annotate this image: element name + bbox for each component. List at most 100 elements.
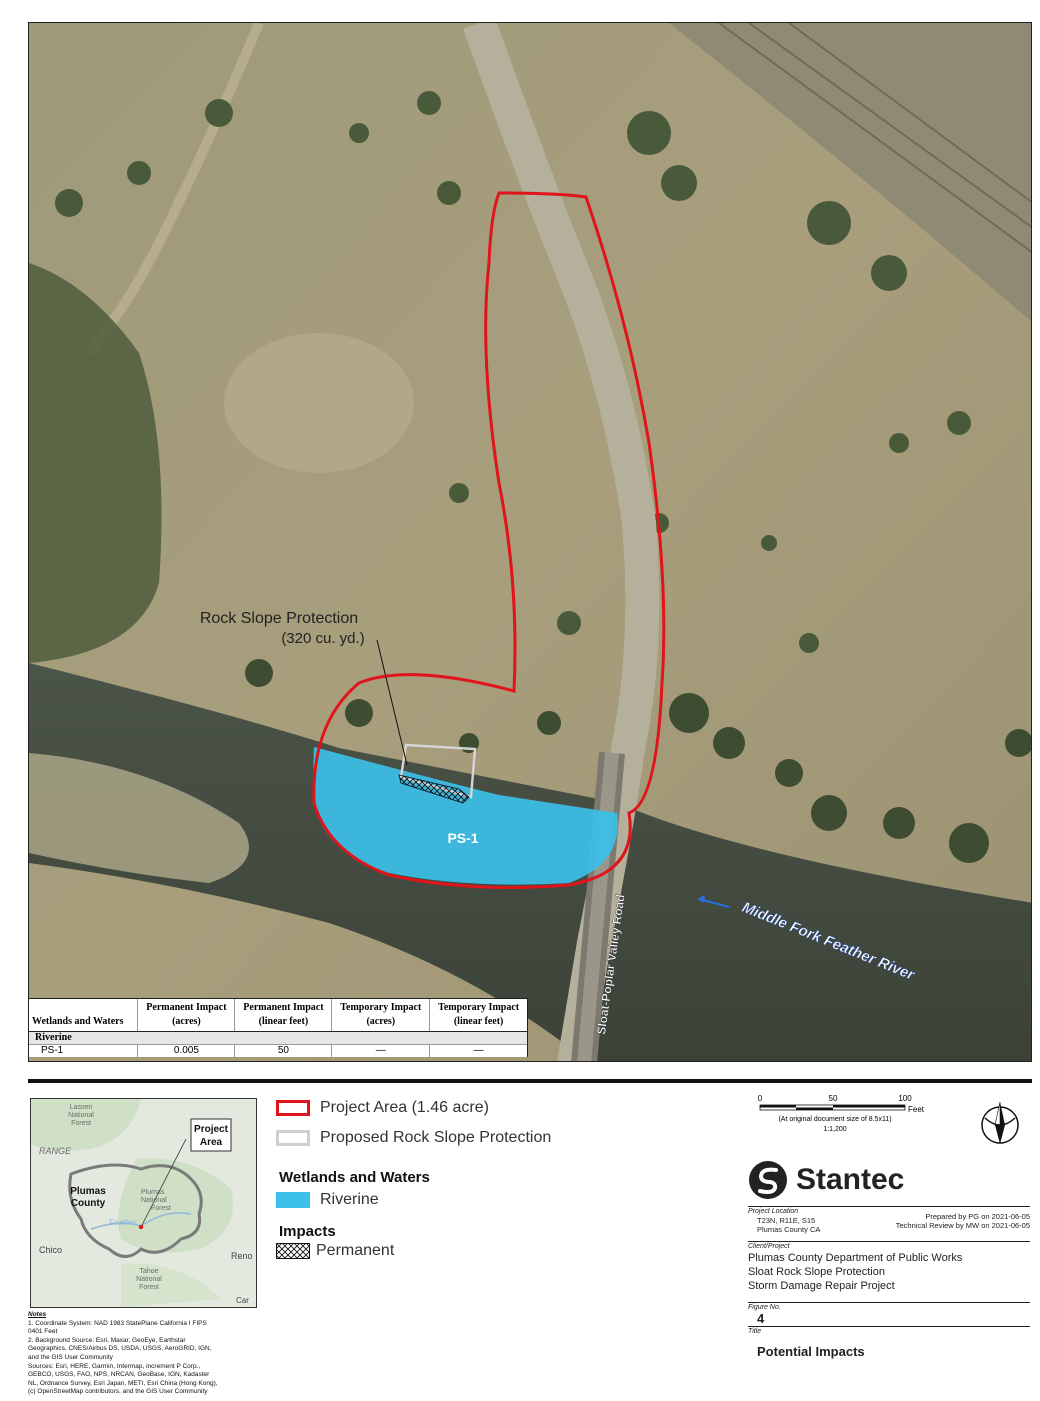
stantec-logo: Stantec	[748, 1160, 904, 1200]
inset-label-reno: Reno	[231, 1251, 253, 1261]
inset-label-plumas-county-1: Plumas	[70, 1186, 106, 1197]
notes-line: 1. Coordinate System: NAD 1983 StatePlan…	[28, 1319, 207, 1327]
impact-summary-table: Wetlands and Waters Permanent Impact(acr…	[28, 998, 528, 1057]
inset-callout-box	[190, 1118, 232, 1152]
inset-label-plumas-county-2: County	[71, 1198, 106, 1209]
inset-label-plumas-nf-2: National	[141, 1197, 167, 1204]
stantec-logo-icon	[749, 1161, 787, 1199]
table-header-wetlands: Wetlands and Waters	[29, 999, 138, 1032]
inset-label-feather: Feather	[109, 1218, 137, 1227]
inset-label-plumas-nf-3: Forest	[151, 1205, 171, 1212]
inset-callout-leader	[140, 1138, 187, 1228]
meadow-clearing	[224, 333, 414, 473]
inset-label-car: Car	[236, 1296, 249, 1305]
inset-label-lassen-3: Forest	[71, 1120, 91, 1127]
legend-swatch-project-area	[276, 1100, 310, 1116]
title-block: Project Location Prepared by PG on 2021-…	[748, 1206, 1030, 1359]
table-header-temp-linear: Temporary Impact(linear feet)	[429, 999, 527, 1032]
table-row: PS-1 0.005 50 — —	[29, 1044, 527, 1057]
technical-review: Technical Review by MW on 2021-06-05	[895, 1221, 1030, 1230]
notes-line: NL, Ordnance Survey, Esri Japan, METI, E…	[28, 1379, 218, 1387]
inset-label-chico: Chico	[39, 1245, 62, 1255]
title-label: Title	[748, 1328, 762, 1335]
figure-label: Figure No.	[748, 1304, 781, 1311]
notes-line: GEBCO, USGS, FAO, NPS, NRCAN, GeoBase, I…	[28, 1371, 210, 1379]
section-divider	[28, 1079, 1032, 1083]
inset-callout-area: Area	[200, 1137, 223, 1148]
plumas-forest-area	[118, 1158, 233, 1253]
prepared-by: Prepared by PG on 2021-06-05	[925, 1212, 1030, 1221]
notes-line: 0401 Feet	[28, 1328, 58, 1336]
figure-number: 4	[757, 1311, 765, 1326]
scale-tick-50: 50	[829, 1094, 838, 1103]
scale-ratio: 1:1,200	[823, 1126, 846, 1133]
tahoe-forest-area	[121, 1263, 221, 1307]
rock-slope-polygon	[399, 743, 477, 799]
location-line2: Plumas County CA	[757, 1225, 821, 1234]
table-header-temp-acres: Temporary Impact(acres)	[331, 999, 430, 1032]
callout-line1: Rock Slope Protection	[200, 610, 358, 627]
inset-label-lassen-1: Lassen	[70, 1104, 93, 1111]
legend-item-rock-slope: Proposed Rock Slope Protection	[276, 1128, 551, 1148]
project-area-outline	[312, 191, 666, 889]
railroad-tracks	[718, 23, 1031, 253]
inset-label-range: RANGE	[39, 1146, 72, 1156]
brand-name: Stantec	[796, 1163, 905, 1196]
notes-line: Sources: Esri, HERE, Garmin, Intermap, i…	[28, 1362, 201, 1370]
notes-heading: Notes	[28, 1311, 47, 1318]
riparian-trees	[245, 659, 1031, 863]
gravel-bar	[29, 753, 249, 883]
title-section: Title Potential Impacts	[748, 1327, 1030, 1359]
notes-line: Geographics, CNES/Airbus DS, USDA, USGS,…	[28, 1345, 212, 1353]
notes-line: and the GIS User Community	[28, 1353, 113, 1361]
flow-arrowhead	[697, 895, 705, 903]
permanent-impact	[398, 774, 470, 804]
legend-item-permanent: Permanent	[276, 1241, 394, 1261]
locator-inset-map: Lassen National Forest RANGE Plumas Nati…	[30, 1098, 257, 1308]
client-project-section: Client/Project Plumas County Department …	[748, 1242, 1030, 1302]
notes-line: 2. Background Source: Esri, Maxar, GeoEy…	[28, 1336, 186, 1344]
figure-number-section: Figure No. 4	[748, 1303, 1030, 1326]
legend-item-riverine: Riverine	[276, 1190, 379, 1210]
map-notes: Notes 1. Coordinate System: NAD 1983 Sta…	[28, 1311, 268, 1397]
inset-label-plumas-nf-1: Plumas	[141, 1189, 165, 1196]
callout-line2: (320 cu. yd.)	[281, 630, 364, 647]
table-group-row: Riverine	[29, 1031, 527, 1045]
north-arrow-icon	[975, 1098, 1025, 1148]
riverine-ps1	[313, 747, 618, 885]
lassen-forest-area	[31, 1099, 141, 1151]
client-line: Storm Damage Repair Project	[748, 1280, 895, 1292]
legend-heading-impacts: Impacts	[279, 1223, 336, 1240]
table-header-perm-linear: Permanent Impact(linear feet)	[234, 999, 332, 1032]
scale-tick-100: 100	[898, 1094, 912, 1103]
scale-bar: 0 50 100 Feet (At original document size…	[755, 1093, 945, 1137]
table-header-perm-acres: Permanent Impact(acres)	[137, 999, 235, 1032]
callout-leader	[376, 639, 408, 766]
legend-swatch-rock-slope	[276, 1130, 310, 1146]
plumas-county-boundary	[68, 1163, 203, 1258]
ps1-label: PS-1	[447, 830, 478, 846]
inset-label-tahoe-2: National	[136, 1276, 162, 1283]
railroad-area	[669, 23, 1031, 322]
legend-heading-wetlands: Wetlands and Waters	[279, 1169, 430, 1186]
notes-line: (c) OpenStreetMap contributors, and the …	[28, 1388, 208, 1396]
aerial-map: Rock Slope Protection (320 cu. yd.) PS-1…	[29, 23, 1031, 1061]
legend-swatch-permanent	[276, 1243, 310, 1259]
legend-item-project-area: Project Area (1.46 acre)	[276, 1098, 489, 1118]
location-line1: T23N, R11E, S15	[757, 1216, 816, 1225]
scale-note: (At original document size of 8.5x11)	[778, 1116, 891, 1123]
inset-label-tahoe-3: Forest	[139, 1284, 159, 1291]
scale-tick-0: 0	[758, 1094, 763, 1103]
legend-swatch-riverine	[276, 1192, 310, 1208]
scale-unit: Feet	[908, 1105, 925, 1114]
figure-title: Potential Impacts	[757, 1344, 865, 1359]
client-line: Plumas County Department of Public Works	[748, 1252, 963, 1264]
project-location-dot	[138, 1224, 144, 1230]
project-location-label: Project Location	[748, 1208, 799, 1215]
project-location-section: Project Location Prepared by PG on 2021-…	[748, 1207, 1030, 1241]
tree-cluster-left	[29, 263, 162, 663]
dirt-path	[85, 23, 264, 357]
inset-label-tahoe-1: Tahoe	[139, 1268, 158, 1275]
aerial-map-frame: Rock Slope Protection (320 cu. yd.) PS-1…	[28, 22, 1032, 1062]
